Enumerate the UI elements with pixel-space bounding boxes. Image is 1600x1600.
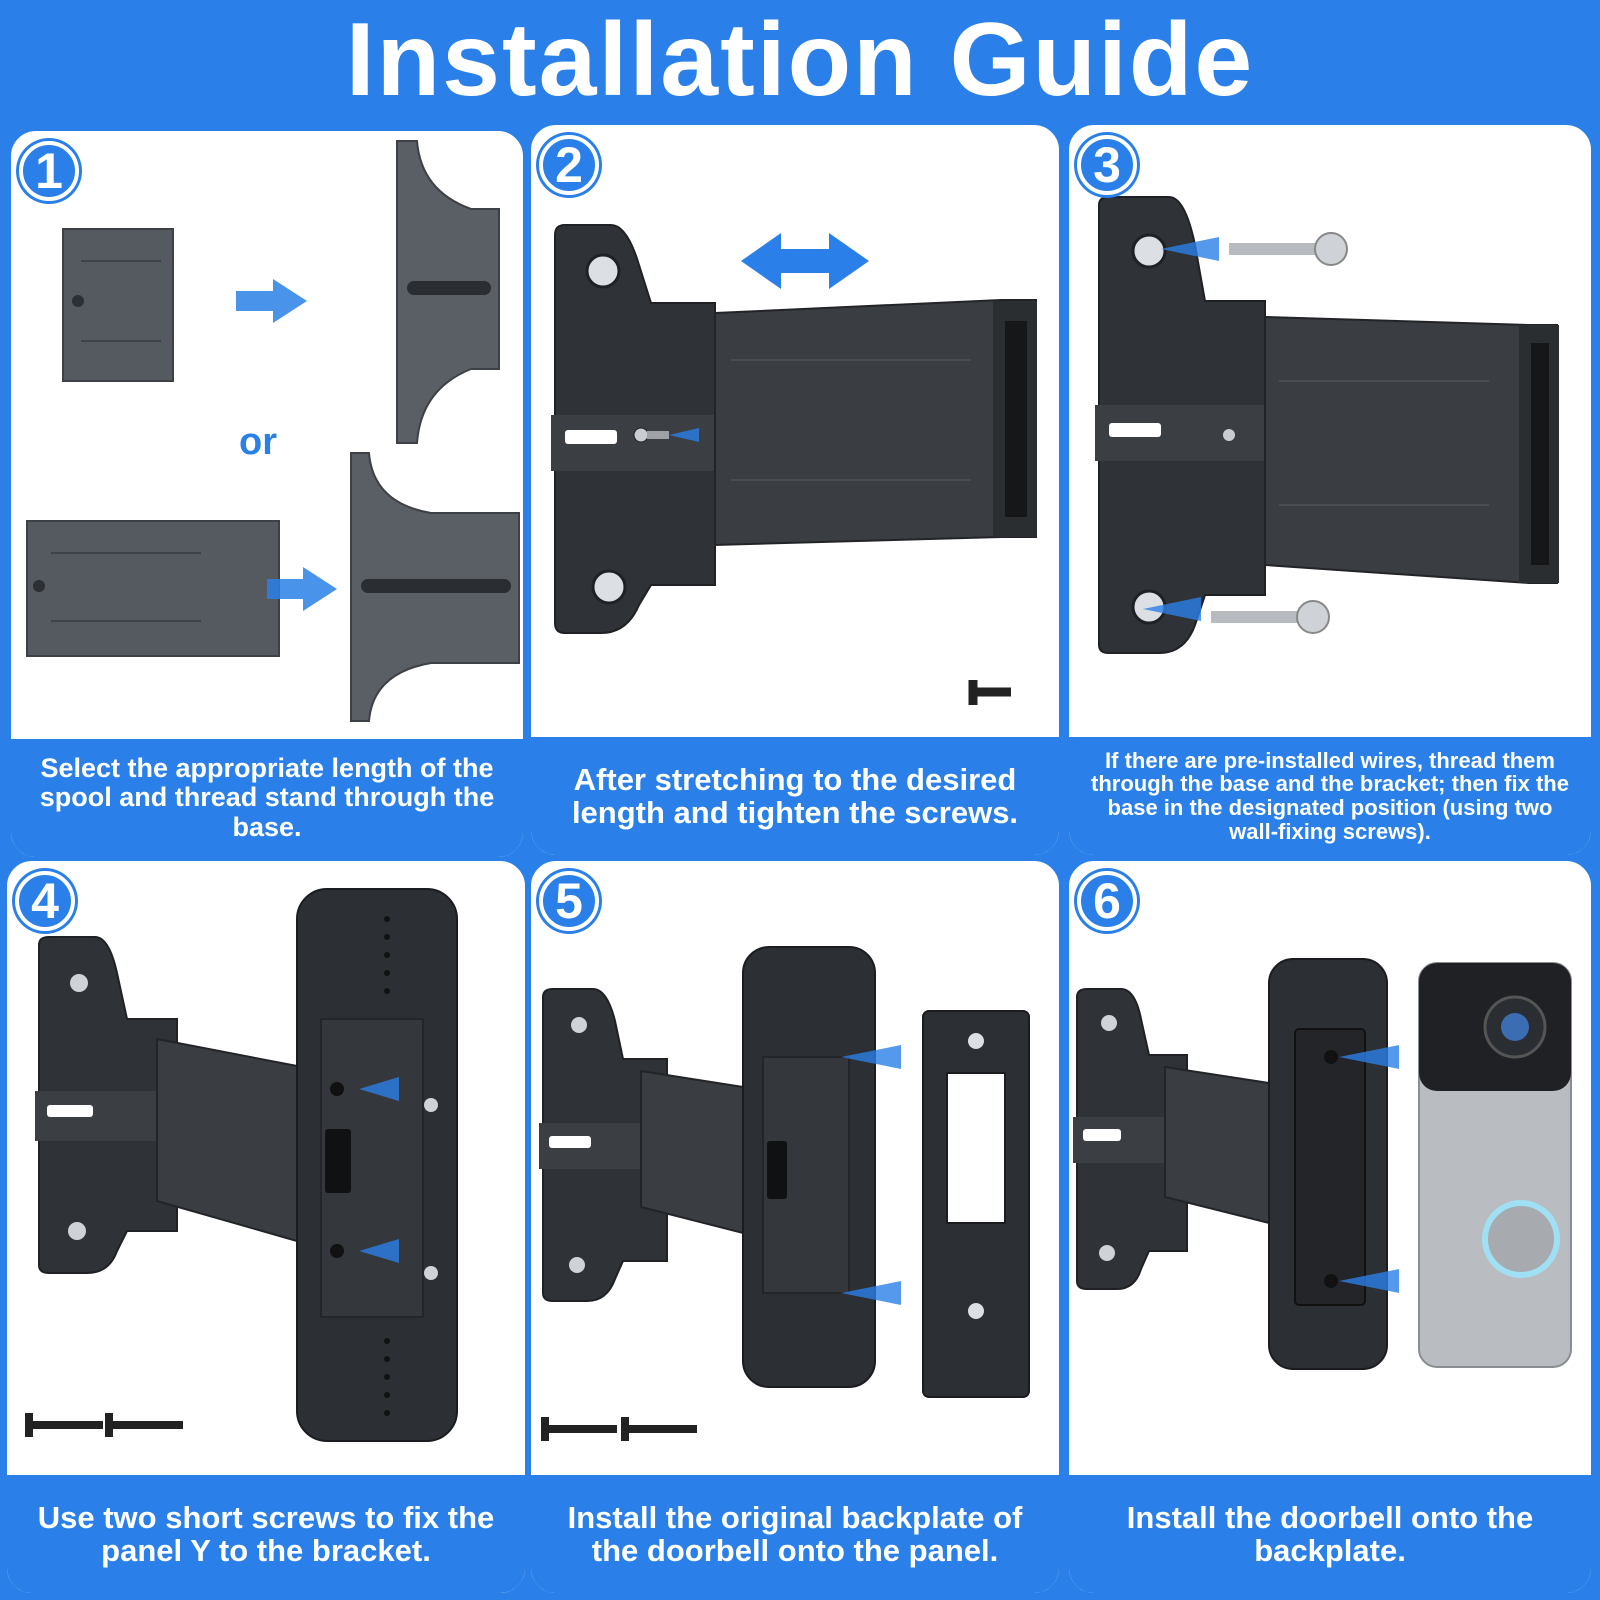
loose-screw-icon (25, 1413, 103, 1437)
step-3-illustration (1095, 196, 1559, 654)
short-screw-icon (424, 1098, 438, 1112)
short-screw-icon (424, 1266, 438, 1280)
step-number-badge: 4 (15, 871, 75, 931)
arrow-left-icon (1339, 1269, 1399, 1293)
page-header: Installation Guide (0, 0, 1600, 120)
step-5-panel: 5 Install the original backplate of the … (528, 858, 1062, 1596)
step-caption: After stretching to the desired length a… (531, 737, 1059, 855)
step-3-panel: 3 If there are pre-installed wires, thre… (1066, 122, 1594, 858)
step-caption: Select the appropriate length of the spo… (11, 739, 523, 857)
double-arrow-icon (741, 233, 869, 289)
step-6-illustration (1073, 958, 1572, 1370)
step-number-badge: 2 (539, 135, 599, 195)
wall-screw-icon (1143, 597, 1330, 634)
extension-arm-icon (714, 299, 1037, 547)
arrow-left-icon (841, 1045, 901, 1069)
arrow-right-icon (267, 567, 337, 611)
step-2-panel: 2 After stretching to the desired length… (528, 122, 1062, 858)
step-number-badge: 5 (539, 871, 599, 931)
step-5-illustration (539, 946, 1030, 1441)
step-caption: Use two short screws to fix the panel Y … (7, 1475, 525, 1593)
step-caption: Install the original backplate of the do… (531, 1475, 1059, 1593)
extension-arm-icon (640, 1069, 744, 1235)
wall-screw-icon (1161, 232, 1348, 266)
step-number-badge: 6 (1077, 871, 1137, 931)
doorbell-icon (1418, 962, 1572, 1368)
extension-arm-icon (1164, 1065, 1270, 1225)
step-4-panel: 4 Use two short screws to fix the panel … (4, 858, 528, 1596)
step-number-badge: 1 (19, 141, 79, 201)
or-label: or (239, 421, 277, 463)
step-caption: If there are pre-installed wires, thread… (1069, 737, 1591, 855)
screw-icon (633, 427, 649, 443)
step-1-panel: or 1 Select the appropriate length of th… (8, 128, 526, 860)
step-caption: Install the doorbell onto the backplate. (1069, 1475, 1591, 1593)
arrow-left-icon (841, 1281, 901, 1305)
step-1-illustration (26, 140, 520, 722)
step-2-illustration (551, 224, 1037, 705)
arrow-right-icon (236, 279, 307, 323)
loose-screw-icon (621, 1417, 697, 1441)
page-title: Installation Guide (345, 2, 1255, 118)
long-spool-icon (26, 520, 280, 657)
arrow-left-icon (359, 1077, 399, 1101)
loose-screw-icon (541, 1417, 617, 1441)
arrow-left-icon (359, 1239, 399, 1263)
arrow-left-icon (1339, 1045, 1399, 1069)
step-number-badge: 3 (1077, 135, 1137, 195)
loose-screw-icon (105, 1413, 183, 1437)
extension-arm-icon (1264, 315, 1558, 584)
step-6-panel: 6 Install the doorbell onto the backplat… (1066, 858, 1594, 1596)
loose-screw-icon (968, 680, 1011, 705)
step-4-illustration (25, 888, 458, 1442)
